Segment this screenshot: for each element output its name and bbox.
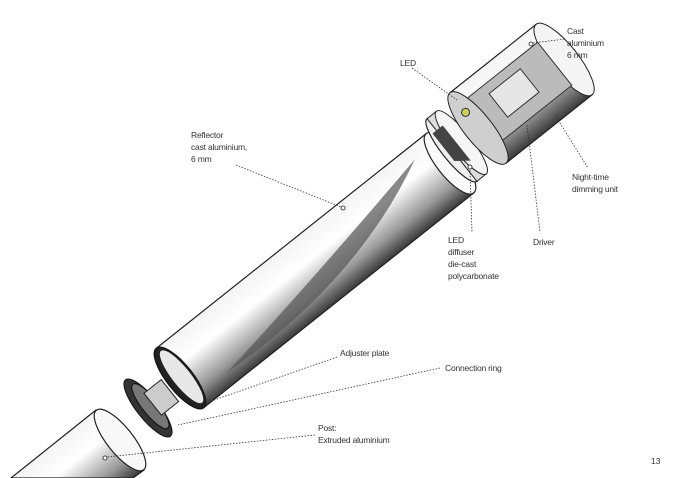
label-line: Cast	[567, 26, 584, 36]
label-line: 6 mm	[567, 50, 588, 60]
label-led: LED	[400, 58, 416, 68]
label-reflector: Reflector cast aluminium, 6 mm	[191, 129, 247, 165]
page-number: 13	[651, 456, 661, 466]
label-line: Reflector	[191, 130, 224, 140]
label-line: diffuser	[448, 247, 475, 257]
label-cast-aluminium: Cast aluminium 6 mm	[567, 25, 604, 61]
reflector	[153, 131, 477, 410]
label-line: cast aluminium,	[191, 142, 248, 152]
label-line: Extruded aluminium	[318, 435, 390, 445]
adjuster-plate	[123, 378, 180, 438]
label-line: 6 mm	[191, 154, 212, 164]
label-line: die-cast	[448, 259, 477, 269]
label-driver: Driver	[533, 237, 555, 247]
post	[10, 408, 147, 478]
leader-lines	[106, 38, 589, 458]
label-line: dimming unit	[572, 184, 618, 194]
marker-dots	[102, 41, 534, 461]
label-post: Post: Extruded aluminium	[318, 422, 390, 446]
head-housing	[447, 22, 595, 165]
label-line: Post:	[318, 423, 337, 433]
label-line: LED	[448, 235, 464, 245]
label-connection-ring: Connection ring	[445, 363, 502, 373]
label-line: polycarbonate	[448, 271, 499, 281]
label-line: aluminium	[567, 38, 604, 48]
label-night-time-dimming: Night-time dimming unit	[572, 171, 618, 195]
label-line: Night-time	[572, 172, 609, 182]
label-led-diffuser: LED diffuser die-cast polycarbonate	[448, 234, 499, 282]
label-adjuster-plate: Adjuster plate	[340, 348, 390, 358]
